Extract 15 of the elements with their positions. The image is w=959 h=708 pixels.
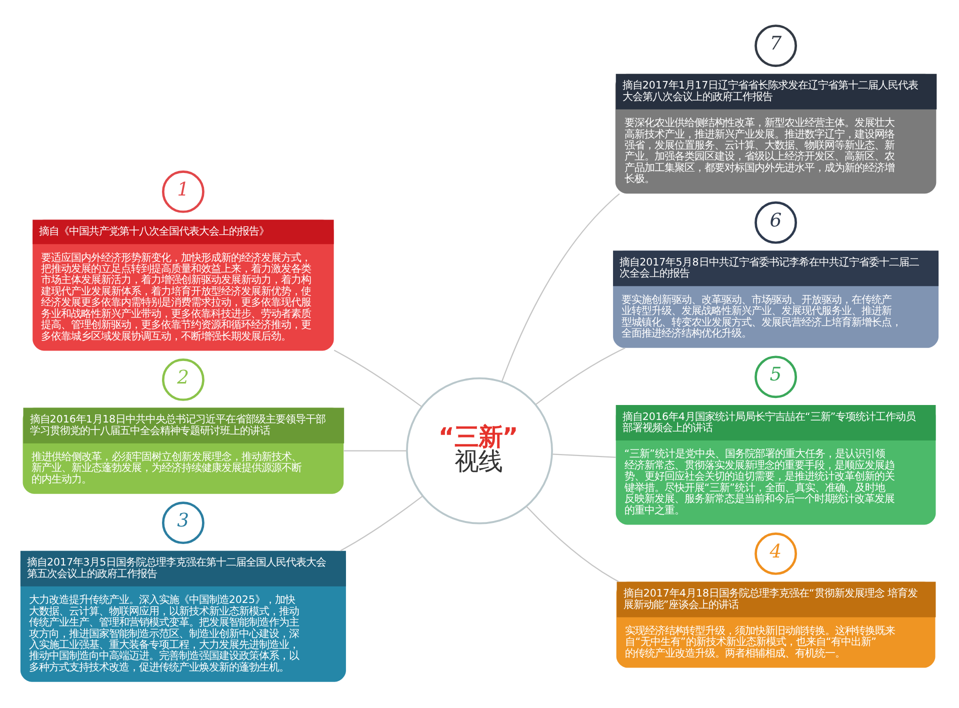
node-circle: 7 [754, 24, 798, 68]
connector [536, 348, 626, 405]
node-circle: 4 [754, 532, 798, 575]
connector [526, 506, 619, 582]
connector [552, 454, 616, 458]
connector [501, 193, 620, 382]
connector [344, 450, 406, 452]
node-circle: 6 [754, 201, 798, 244]
connector [334, 350, 422, 407]
connector [340, 496, 423, 552]
node-circle: 1 [162, 170, 204, 213]
node-circle: 5 [754, 356, 798, 398]
node-circle: 2 [162, 358, 204, 401]
node-circle: 3 [162, 502, 204, 544]
node-circle: “三新” 视线 [406, 377, 553, 524]
